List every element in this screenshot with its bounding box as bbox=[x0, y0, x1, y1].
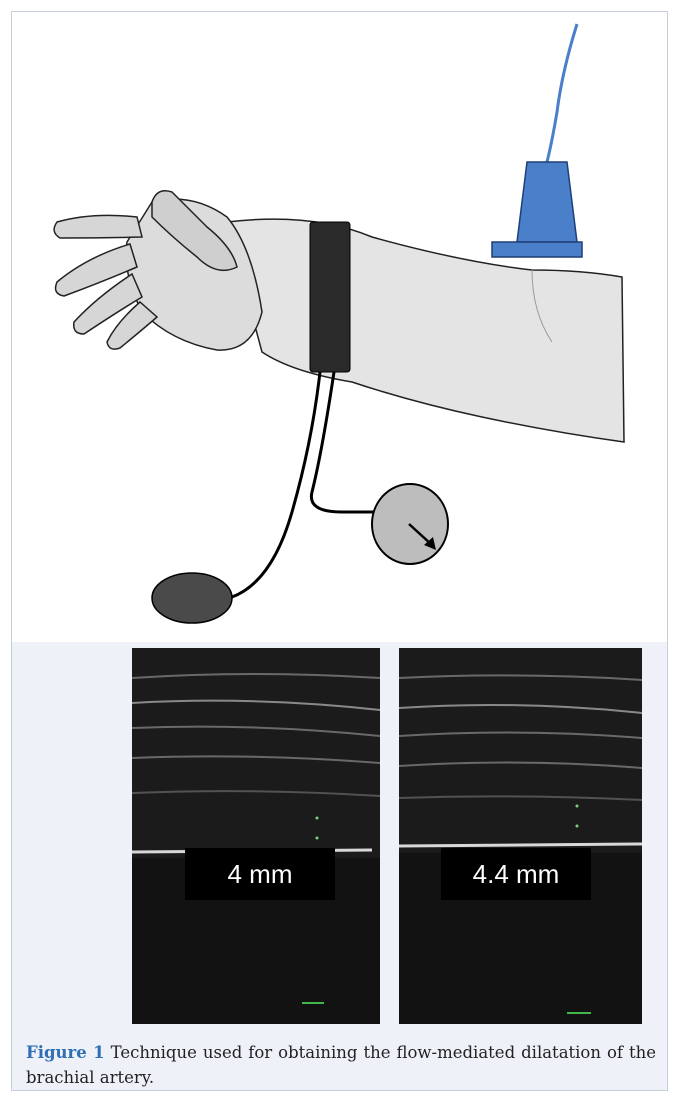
ultrasound-probe bbox=[517, 162, 577, 242]
finger-1 bbox=[54, 215, 142, 238]
figure-label: Figure 1 bbox=[26, 1043, 105, 1062]
figure-caption: Figure 1 Technique used for obtaining th… bbox=[26, 1040, 656, 1090]
figure-container: 4 mm 4.4 mm Figure 1 Technique used for … bbox=[11, 11, 668, 1091]
measurement-label-dilated: 4.4 mm bbox=[441, 848, 591, 900]
inflation-bulb bbox=[152, 573, 232, 623]
measurement-label-baseline: 4 mm bbox=[185, 848, 335, 900]
ultrasound-panel-dilated: 4.4 mm bbox=[399, 648, 642, 1024]
caption-text: Technique used for obtaining the flow-me… bbox=[26, 1043, 656, 1087]
wrist-cuff bbox=[310, 222, 350, 372]
arm-illustration bbox=[12, 12, 667, 642]
ultrasound-panel-baseline: 4 mm bbox=[132, 648, 380, 1024]
